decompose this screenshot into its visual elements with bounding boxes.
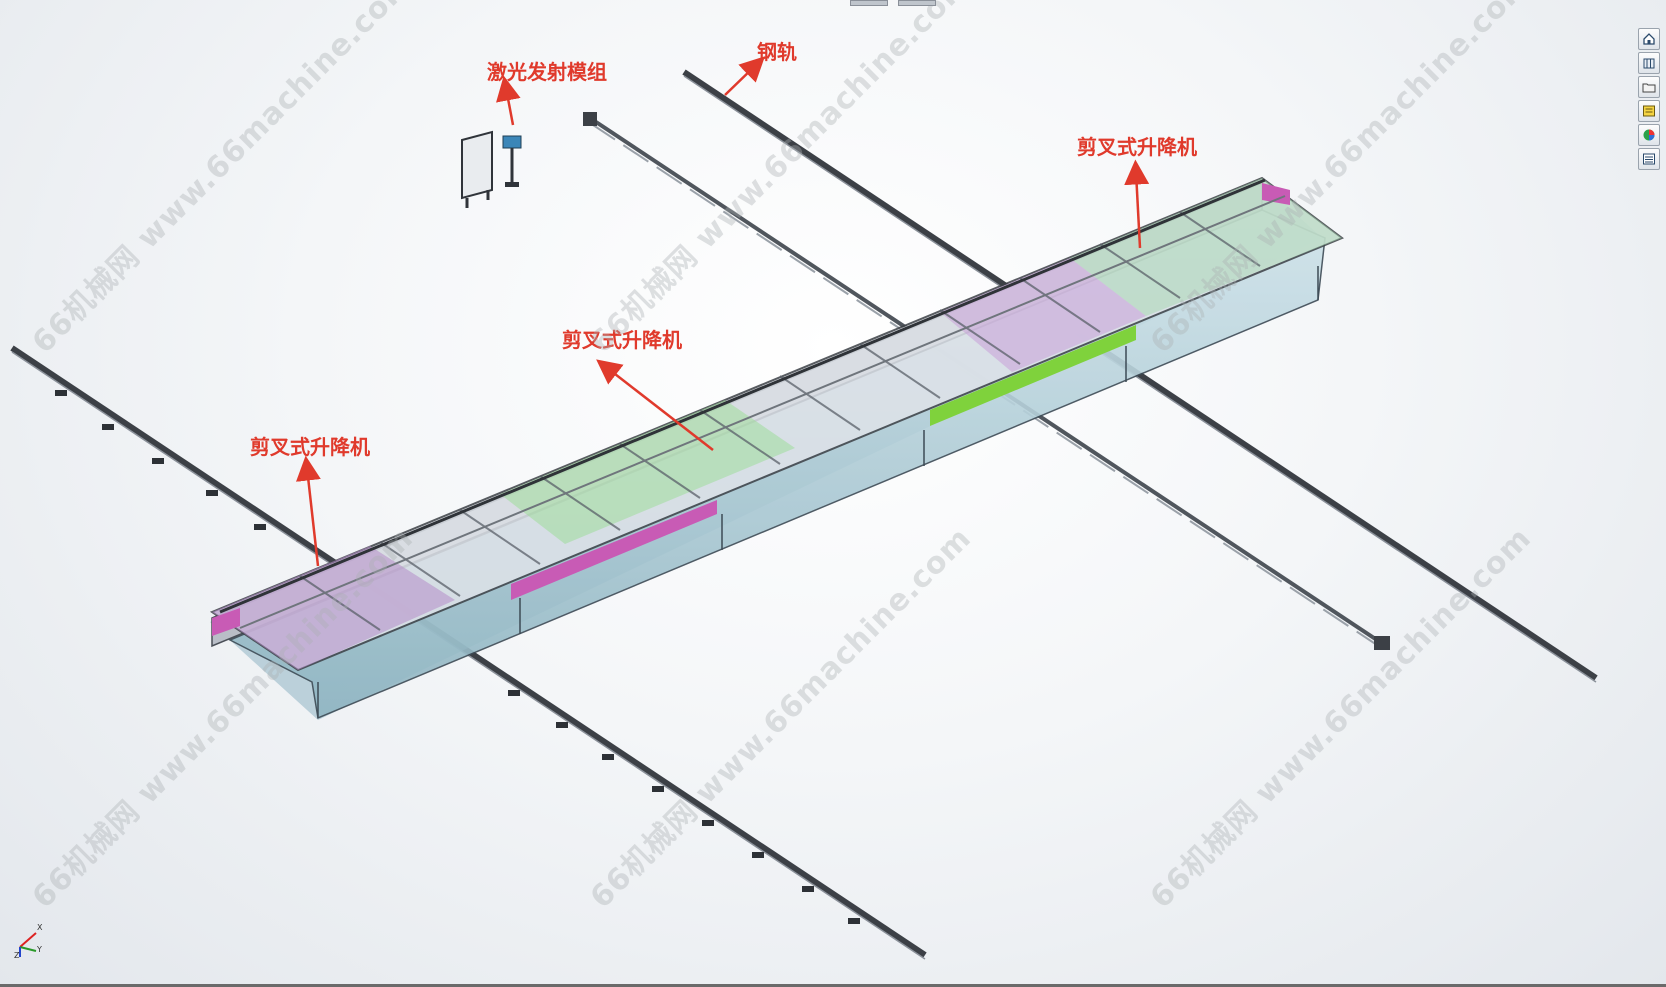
annotation-arrows: [295, 56, 1150, 567]
home-icon[interactable]: [1638, 28, 1660, 50]
label-scissor-lift-left: 剪叉式升降机: [250, 435, 370, 459]
parts-icon[interactable]: [1638, 52, 1660, 74]
coordinate-triad: X Y Z: [8, 915, 48, 961]
display-button[interactable]: [898, 0, 936, 6]
triad-y-label: Y: [37, 945, 42, 954]
task-pane-toolbar: [1638, 28, 1660, 170]
label-scissor-lift-center: 剪叉式升降机: [562, 328, 682, 352]
view-button[interactable]: [850, 0, 888, 6]
label-steel-rail: 钢轨: [757, 40, 797, 64]
appearance-icon[interactable]: [1638, 124, 1660, 146]
label-scissor-lift-right: 剪叉式升降机: [1077, 135, 1197, 159]
list-icon[interactable]: [1638, 148, 1660, 170]
status-divider: [0, 984, 1666, 987]
folder-icon[interactable]: [1638, 76, 1660, 98]
properties-icon[interactable]: [1638, 100, 1660, 122]
heads-up-toolbar: [850, 0, 940, 6]
platform-frame: [209, 176, 1345, 720]
laser-emitter-module: [461, 130, 522, 208]
triad-x-label: X: [37, 923, 43, 932]
label-laser-module: 激光发射模组: [487, 60, 607, 84]
triad-z-label: Z: [14, 951, 20, 960]
rail-supports: [55, 390, 860, 924]
